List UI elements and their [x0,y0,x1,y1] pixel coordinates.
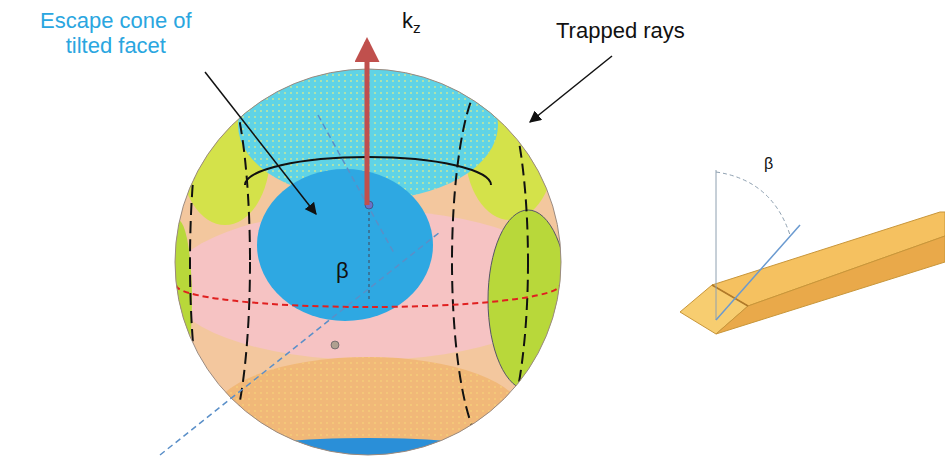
axis-label: kz [402,8,421,33]
tilted-facet-slab [680,170,945,334]
angle-label: β [336,258,349,283]
callout-label: Trapped rays [556,18,685,43]
callout-label: Escape cone of tilted facet [40,8,192,59]
angle-label: β [764,155,773,173]
